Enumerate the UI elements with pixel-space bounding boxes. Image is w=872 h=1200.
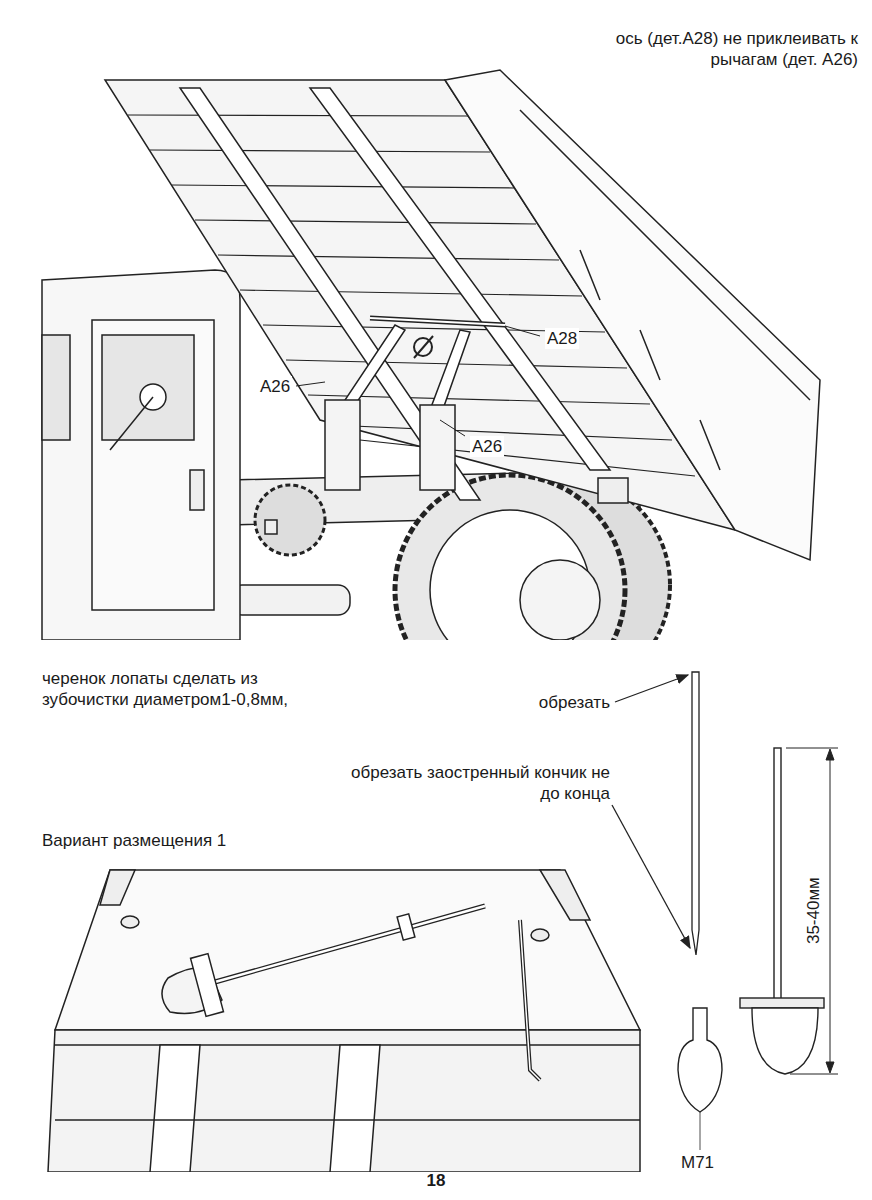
part-number: A28 (545, 328, 579, 349)
assembled-shovel (740, 748, 838, 1074)
part-number: A26 (470, 436, 504, 457)
dimension-label: 35-40мм (802, 878, 823, 945)
assembly-note: ось (дет.А28) не приклеивать к рычагам (… (596, 28, 858, 71)
cut-note: обрезать (460, 692, 610, 713)
bed-top-view (48, 870, 640, 1172)
cut-note: обрезать заостренный кончик не до конца (330, 762, 610, 805)
variant-heading: Вариант размещения 1 (42, 830, 342, 851)
toothpick (612, 672, 699, 955)
instruction-note: черенок лопаты сделать из зубочистки диа… (42, 668, 332, 711)
dump-truck (42, 70, 820, 640)
part-number: М71 (681, 1152, 714, 1173)
page-number: 18 (427, 1170, 446, 1191)
shovel-blade (678, 1008, 722, 1150)
part-number: A26 (258, 376, 292, 397)
